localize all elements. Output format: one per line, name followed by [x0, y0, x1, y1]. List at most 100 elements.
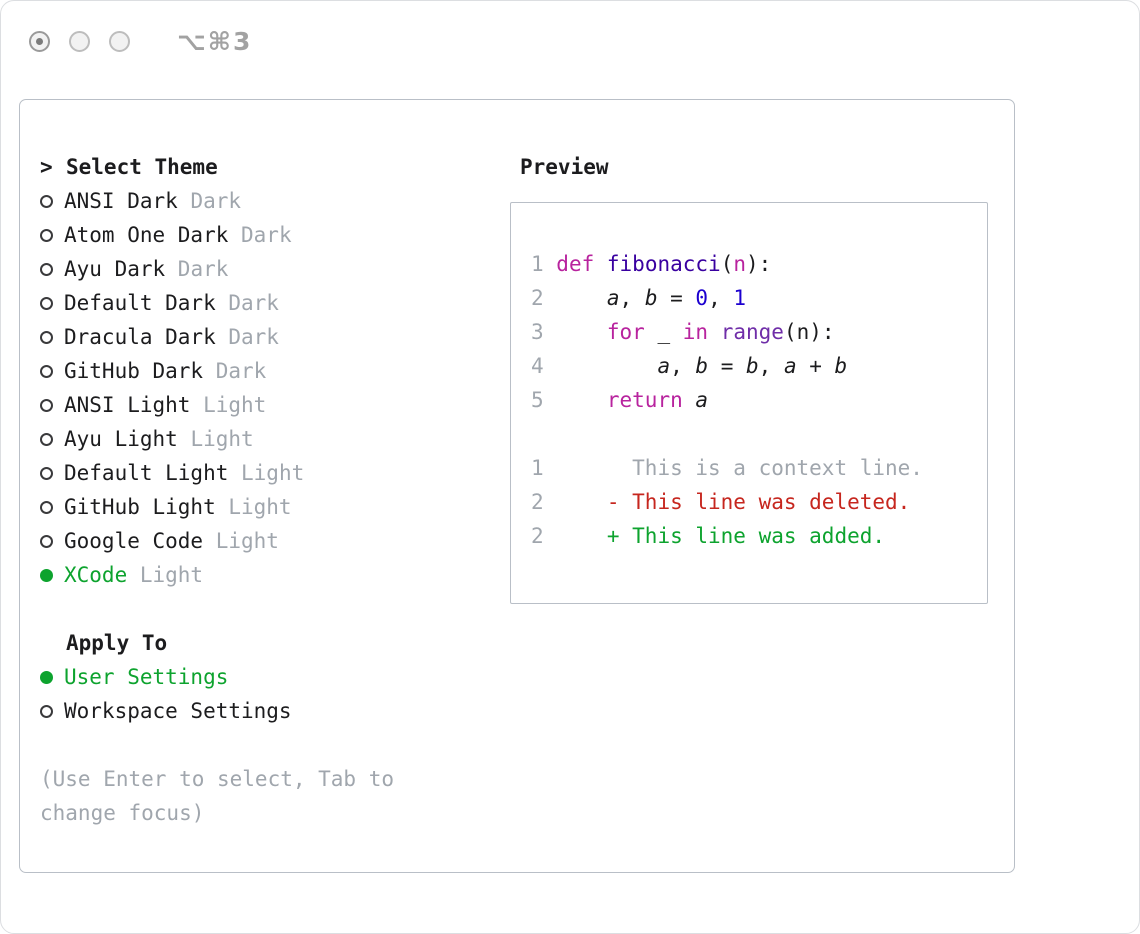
code-token: a — [606, 286, 620, 310]
code-token: _ — [657, 320, 671, 344]
code-token: , — [670, 354, 696, 378]
theme-name: Ayu Dark — [64, 257, 166, 281]
radio-icon — [40, 228, 53, 242]
code-token: - This line was deleted. — [556, 490, 911, 514]
code-token: in — [682, 320, 709, 344]
radio-icon — [40, 466, 53, 480]
code-token: 0 — [695, 286, 709, 310]
theme-name: ANSI Dark — [64, 189, 178, 213]
code-token — [594, 252, 607, 276]
code-token — [556, 286, 607, 310]
theme-name: Google Code — [64, 529, 204, 553]
code-token: 5 — [531, 388, 557, 412]
radio-icon — [40, 500, 53, 514]
code-token — [708, 320, 721, 344]
select-theme-title: > Select Theme — [40, 150, 480, 184]
radio-icon — [40, 534, 53, 548]
code-token: a — [783, 354, 797, 378]
apply-option[interactable]: Workspace Settings — [40, 694, 480, 728]
theme-name: Default Light — [64, 461, 229, 485]
code-token: (n): — [783, 320, 835, 344]
theme-name: Dracula Dark — [64, 325, 216, 349]
theme-option[interactable]: Ayu Dark Dark — [40, 252, 480, 286]
code-line: 1 This is a context line. — [531, 451, 987, 485]
apply-option[interactable]: User Settings — [40, 660, 480, 694]
code-token — [556, 354, 657, 378]
theme-name: Ayu Light — [64, 427, 178, 451]
code-token: b — [695, 354, 709, 378]
code-token: + — [796, 354, 835, 378]
code-token: return — [606, 388, 683, 412]
radio-icon — [40, 704, 53, 718]
code-token — [670, 320, 683, 344]
window-control-3-icon[interactable] — [109, 31, 130, 52]
code-token — [556, 320, 607, 344]
code-token: ( — [720, 252, 734, 276]
theme-option[interactable]: GitHub Light Light — [40, 490, 480, 524]
theme-variant-label: Light — [139, 563, 204, 587]
code-line: 2 - This line was deleted. — [531, 485, 987, 519]
code-line — [531, 417, 987, 451]
theme-name: ANSI Light — [64, 393, 191, 417]
preview-title: Preview — [520, 155, 609, 179]
code-token: 1 — [531, 252, 557, 276]
theme-variant-label: Light — [215, 529, 279, 553]
code-token: + This line was added. — [556, 524, 886, 548]
select-theme-title-text: Select Theme — [66, 155, 218, 179]
radio-icon — [40, 194, 53, 208]
code-line: 2 a, b = 0, 1 — [531, 281, 987, 315]
code-token — [645, 320, 658, 344]
code-token: range — [720, 320, 784, 344]
theme-name: GitHub Dark — [64, 359, 204, 383]
code-token: b — [644, 286, 658, 310]
code-token: = — [708, 354, 746, 378]
code-token: b — [834, 354, 848, 378]
code-token: 2 — [531, 490, 557, 514]
cursor-arrow-icon: > — [40, 155, 53, 179]
theme-variant-label: Light — [228, 495, 292, 519]
theme-name: GitHub Light — [64, 495, 216, 519]
radio-icon — [40, 432, 53, 446]
code-token: = — [657, 286, 696, 310]
code-line: 4 a, b = b, a + b — [531, 349, 987, 383]
radio-selected-icon — [40, 670, 53, 684]
code-line: 3 for _ in range(n): — [531, 315, 987, 349]
code-token: , — [619, 286, 645, 310]
radio-icon — [40, 364, 53, 378]
code-token: 2 — [531, 524, 557, 548]
radio-icon — [40, 398, 53, 412]
theme-name: Default Dark — [64, 291, 216, 315]
radio-selected-icon — [40, 568, 53, 582]
window-control-1-icon[interactable] — [29, 31, 50, 52]
hint-text: (Use Enter to select, Tab to change focu… — [40, 767, 395, 825]
code-token: fibonacci — [606, 252, 721, 276]
code-token: , — [708, 286, 734, 310]
code-token: ): — [746, 252, 772, 276]
code-token: 4 — [531, 354, 557, 378]
apply-option-label: Workspace Settings — [64, 699, 292, 723]
code-token: 1 — [531, 456, 557, 480]
code-line: 1 def fibonacci(n): — [531, 247, 987, 281]
code-line: 2 + This line was added. — [531, 519, 987, 553]
theme-variant-label: Dark — [241, 223, 292, 247]
keyboard-shortcut-label: ⌥⌘3 — [177, 27, 253, 56]
window-control-2-icon[interactable] — [69, 31, 90, 52]
theme-variant-label: Dark — [177, 257, 229, 281]
theme-option[interactable]: Google Code Light — [40, 524, 480, 558]
